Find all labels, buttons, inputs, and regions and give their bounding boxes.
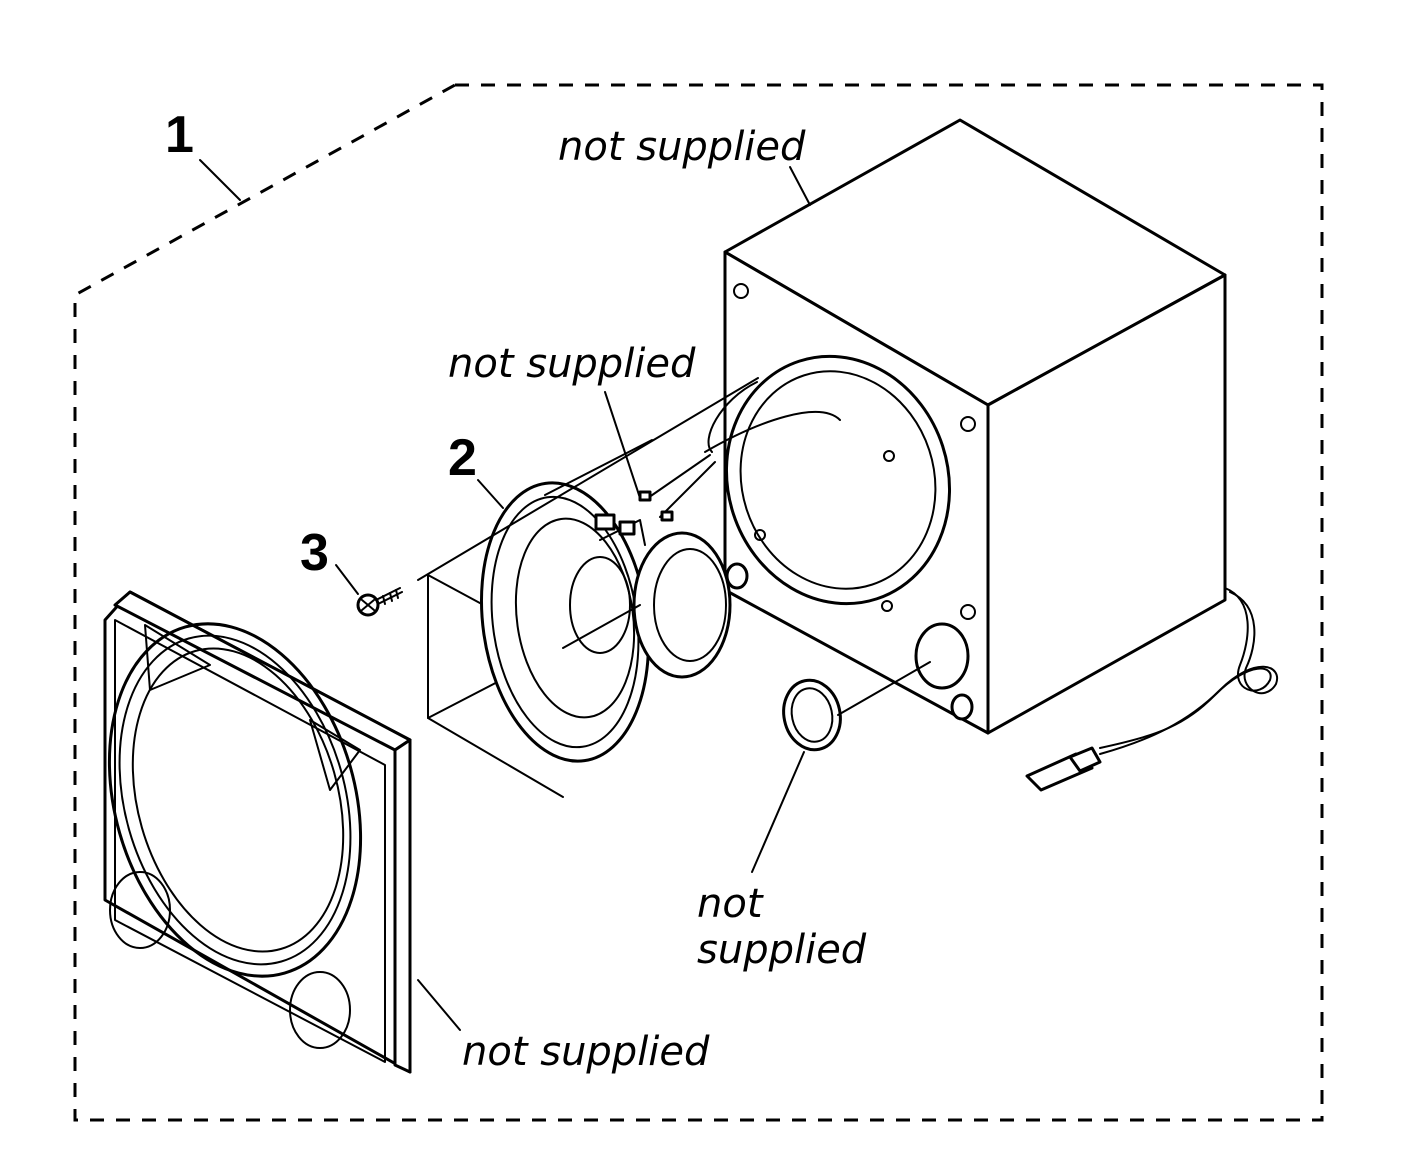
label-grille-not-supplied: not supplied <box>462 1029 710 1075</box>
label-wiring-not-supplied: not supplied <box>448 341 696 387</box>
callout-1: 1 <box>165 106 194 164</box>
leader-speaker-unit <box>477 479 504 509</box>
leader-cabinet <box>789 166 811 206</box>
assembly-boundary <box>73 83 1324 1122</box>
leader-port-cap <box>751 751 805 873</box>
label-port-cap-line1: not <box>697 881 764 927</box>
label-port-cap-line2: supplied <box>697 927 867 973</box>
label-cabinet-not-supplied: not supplied <box>558 124 806 170</box>
callout-2: 2 <box>448 429 477 487</box>
speaker-cabinet <box>704 118 1227 735</box>
leader-wiring <box>604 391 641 499</box>
callout-3: 3 <box>300 524 329 582</box>
leader-front-grille <box>417 979 461 1031</box>
leader-assembly <box>199 159 241 201</box>
port-cap <box>782 661 931 752</box>
screw <box>356 587 403 617</box>
leader-screw <box>335 564 359 595</box>
woofer-unit <box>417 377 759 798</box>
front-grille <box>103 590 412 1074</box>
